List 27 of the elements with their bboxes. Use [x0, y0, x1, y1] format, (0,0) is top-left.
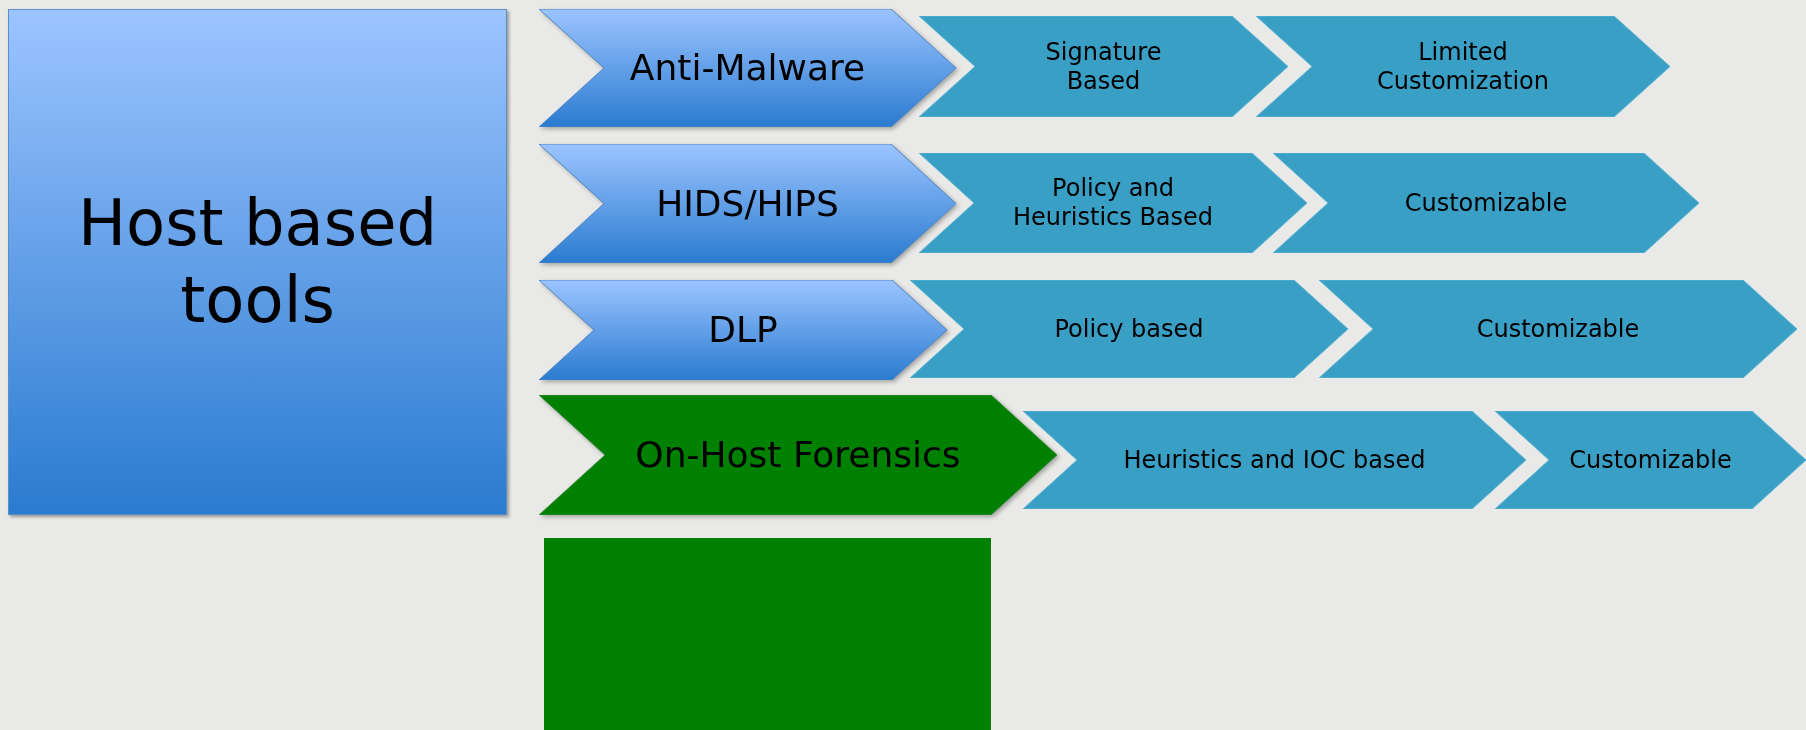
- step-label: DLP: [708, 308, 778, 352]
- chevron-step: [539, 280, 947, 380]
- step-label: Heuristics and IOC based: [1123, 445, 1426, 475]
- step-label: Signature Based: [1044, 37, 1163, 96]
- step-label: Customizable: [1476, 314, 1640, 344]
- chevron-step: [1023, 411, 1526, 509]
- chevron-step: [1256, 16, 1670, 117]
- chevron-step: [919, 16, 1288, 117]
- step-label: Limited Customization: [1376, 37, 1550, 96]
- chevron-step: [1319, 280, 1797, 378]
- step-label: Policy based: [1054, 314, 1204, 344]
- category-title: Host based tools: [76, 185, 439, 339]
- step-label: Anti-Malware: [629, 46, 866, 90]
- step-label: Policy and Heuristics Based: [1011, 174, 1215, 232]
- empty-box: [544, 538, 991, 730]
- step-label: Customizable: [1404, 188, 1568, 218]
- chevron-step: [539, 9, 956, 127]
- category-box: [8, 9, 507, 515]
- chevron-step: [539, 395, 1057, 515]
- chevron-step: [1273, 153, 1699, 253]
- step-label: HIDS/HIPS: [656, 181, 839, 226]
- step-label: Customizable: [1569, 445, 1732, 475]
- step-label: On-Host Forensics: [635, 433, 961, 477]
- chevron-step: [1495, 411, 1806, 509]
- chevron-step: [910, 280, 1348, 378]
- chevron-step: [919, 153, 1307, 253]
- chevron-step: [539, 144, 956, 263]
